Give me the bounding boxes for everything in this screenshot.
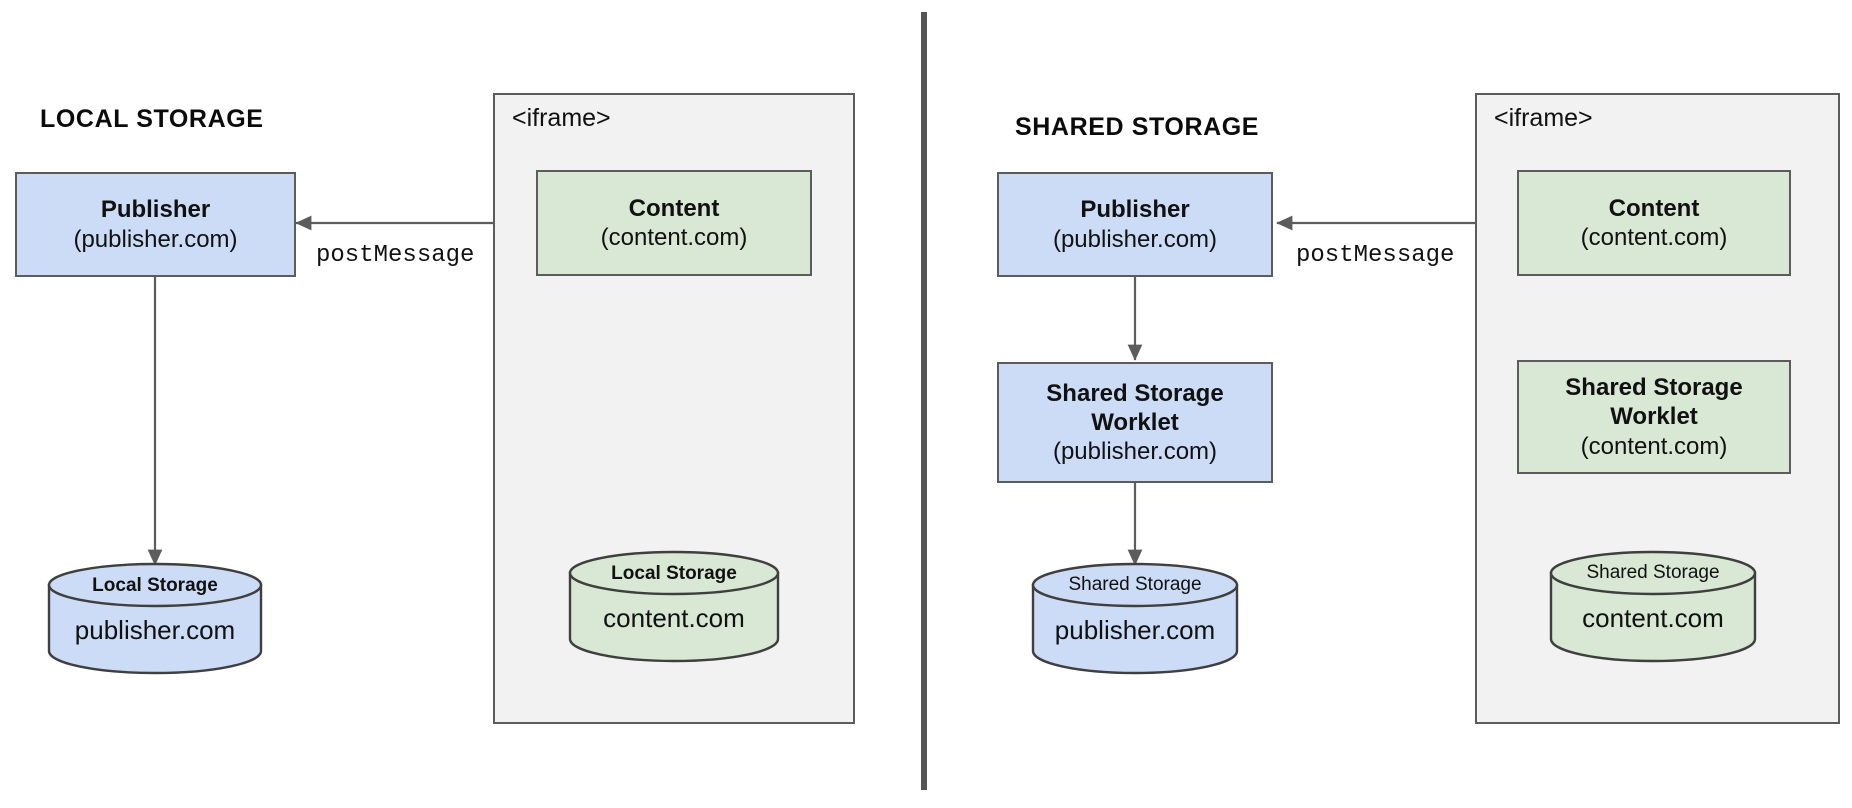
- node-shared-publisher-title: Publisher: [1080, 196, 1190, 224]
- node-shared-content-origin: (content.com): [1580, 224, 1728, 251]
- cylinder-shape: [568, 550, 780, 663]
- panel-title-local-storage: LOCAL STORAGE: [40, 105, 264, 133]
- cylinder-local-publisher-storage[interactable]: Local Storage publisher.com: [47, 562, 263, 675]
- label-postmessage-local: postMessage: [316, 242, 475, 269]
- cylinder-shared-content-storage[interactable]: Shared Storage content.com: [1549, 550, 1757, 663]
- node-local-content-title: Content: [628, 194, 720, 222]
- cylinder-shared-publisher-cap: Shared Storage: [1068, 574, 1202, 595]
- node-shared-content-worklet-origin: (content.com): [1580, 432, 1728, 460]
- cylinder-shared-publisher-storage[interactable]: Shared Storage publisher.com: [1031, 562, 1239, 675]
- node-shared-content-worklet-line1: Shared Storage: [1565, 374, 1743, 402]
- node-shared-content-title: Content: [1608, 194, 1700, 222]
- node-local-content-origin: (content.com): [600, 224, 748, 251]
- node-shared-publisher-worklet-line1: Shared Storage: [1046, 379, 1224, 407]
- cylinder-local-content-body: content.com: [603, 603, 745, 633]
- node-shared-publisher[interactable]: Publisher (publisher.com): [997, 172, 1273, 277]
- cylinder-local-content-storage[interactable]: Local Storage content.com: [568, 550, 780, 663]
- node-shared-content-worklet-line2: Worklet: [1610, 403, 1698, 431]
- iframe-label-local: <iframe>: [512, 104, 611, 132]
- cylinder-local-publisher-cap: Local Storage: [92, 575, 218, 596]
- node-shared-publisher-worklet-line2: Worklet: [1091, 408, 1179, 436]
- cylinder-local-content-cap: Local Storage: [611, 563, 737, 584]
- node-local-publisher[interactable]: Publisher (publisher.com): [15, 172, 296, 277]
- node-local-publisher-origin: (publisher.com): [73, 225, 238, 253]
- panel-title-shared-storage: SHARED STORAGE: [1015, 113, 1260, 141]
- cylinder-shared-content-body: content.com: [1582, 603, 1724, 633]
- panel-divider: [921, 12, 927, 790]
- cylinder-shared-content-cap: Shared Storage: [1586, 562, 1720, 583]
- node-local-content[interactable]: Content (content.com): [536, 170, 812, 276]
- cylinder-local-publisher-body: publisher.com: [74, 615, 236, 645]
- node-shared-publisher-worklet[interactable]: Shared Storage Worklet (publisher.com): [997, 362, 1273, 483]
- label-postmessage-shared: postMessage: [1296, 242, 1455, 269]
- node-shared-publisher-worklet-origin: (publisher.com): [1052, 438, 1218, 466]
- node-local-publisher-title: Publisher: [100, 196, 211, 224]
- node-shared-content-worklet[interactable]: Shared Storage Worklet (content.com): [1517, 360, 1791, 474]
- node-shared-content[interactable]: Content (content.com): [1517, 170, 1791, 276]
- node-shared-publisher-origin: (publisher.com): [1052, 225, 1218, 253]
- iframe-label-shared: <iframe>: [1494, 104, 1593, 132]
- cylinder-shared-publisher-body: publisher.com: [1054, 615, 1216, 645]
- cylinder-shape: [1031, 562, 1239, 675]
